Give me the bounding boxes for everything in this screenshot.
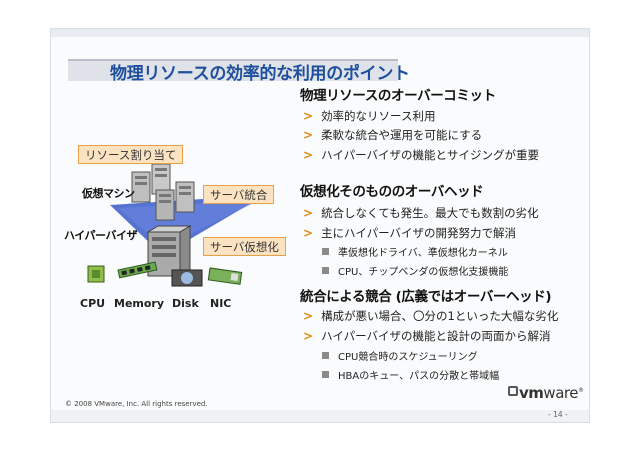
bullet-arrow-icon: > (303, 309, 314, 323)
vm-server-icon (155, 189, 175, 221)
bullet-item: >ハイパーバイザの機能とサイジングが重要 (303, 148, 539, 162)
vm-server-icon (131, 171, 151, 203)
bullet-item: >柔軟な統合や運用を可能にする (303, 128, 483, 142)
copyright-text: © 2008 VMware, Inc. All rights reserved. (65, 400, 208, 408)
section-heading: 物理リソースのオーバーコミット (300, 88, 496, 104)
square-bullet-icon (322, 267, 329, 274)
bullet-item: >効率的なリソース利用 (303, 109, 436, 123)
disk-label: Disk (172, 297, 199, 310)
memory-module-icon (117, 261, 158, 279)
disk-drive-icon (171, 269, 203, 287)
hypervisor-label: ハイパーバイザ (64, 229, 137, 242)
memory-label: Memory (114, 297, 165, 310)
vmware-logo-icon (508, 386, 518, 396)
nic-card-icon (207, 267, 243, 285)
bullet-arrow-icon: > (303, 206, 314, 220)
bullet-item: >主にハイパーバイザの開発努力で解消 (303, 226, 516, 240)
top-band (51, 29, 589, 37)
square-bullet-icon (322, 352, 329, 359)
slide-title: 物理リソースの効率的な利用のポイント (110, 64, 410, 84)
vm-server-icon (175, 181, 195, 213)
bullet-arrow-icon: > (303, 109, 314, 123)
vmware-logo: vmware® (519, 384, 584, 402)
sub-bullet-item: HBAのキュー、パスの分散と帯域幅 (322, 367, 499, 382)
nic-label: NIC (210, 297, 232, 310)
cpu-label: CPU (80, 297, 106, 310)
sub-bullet-item: 準仮想化ドライバ、準仮想化カーネル (322, 244, 508, 259)
section-heading: 仮想化そのもののオーバヘッド (300, 184, 484, 200)
bullet-arrow-icon: > (303, 329, 314, 343)
square-bullet-icon (322, 248, 329, 255)
sub-bullet-item: CPU、チップベンダの仮想化支援機能 (322, 263, 508, 278)
bullet-arrow-icon: > (303, 148, 314, 162)
bullet-arrow-icon: > (303, 128, 314, 142)
bullet-item: >統合しなくても発生。最大でも数割の劣化 (303, 206, 539, 220)
virtual-machine-label: 仮想マシン (82, 187, 135, 200)
title-bar (68, 59, 398, 81)
server-consolidation-callout: サーバ統合 (203, 185, 275, 204)
section-heading: 統合による競合 (広義ではオーバーヘッド) (300, 289, 552, 305)
server-virtualization-callout: サーバ仮想化 (203, 237, 286, 256)
page-number: - 14 - (548, 410, 568, 419)
virtualization-diagram (87, 163, 265, 287)
bullet-item: >構成が悪い場合、〇分の1といった大幅な劣化 (303, 309, 559, 323)
footer-band (51, 410, 589, 422)
cpu-chip-icon (87, 265, 105, 283)
resource-allocation-callout: リソース割り当て (78, 145, 184, 164)
sub-bullet-item: CPU競合時のスケジューリング (322, 348, 478, 363)
square-bullet-icon (322, 371, 329, 378)
bullet-arrow-icon: > (303, 226, 314, 240)
bullet-item: >ハイパーバイザの機能と設計の両面から解消 (303, 329, 551, 343)
